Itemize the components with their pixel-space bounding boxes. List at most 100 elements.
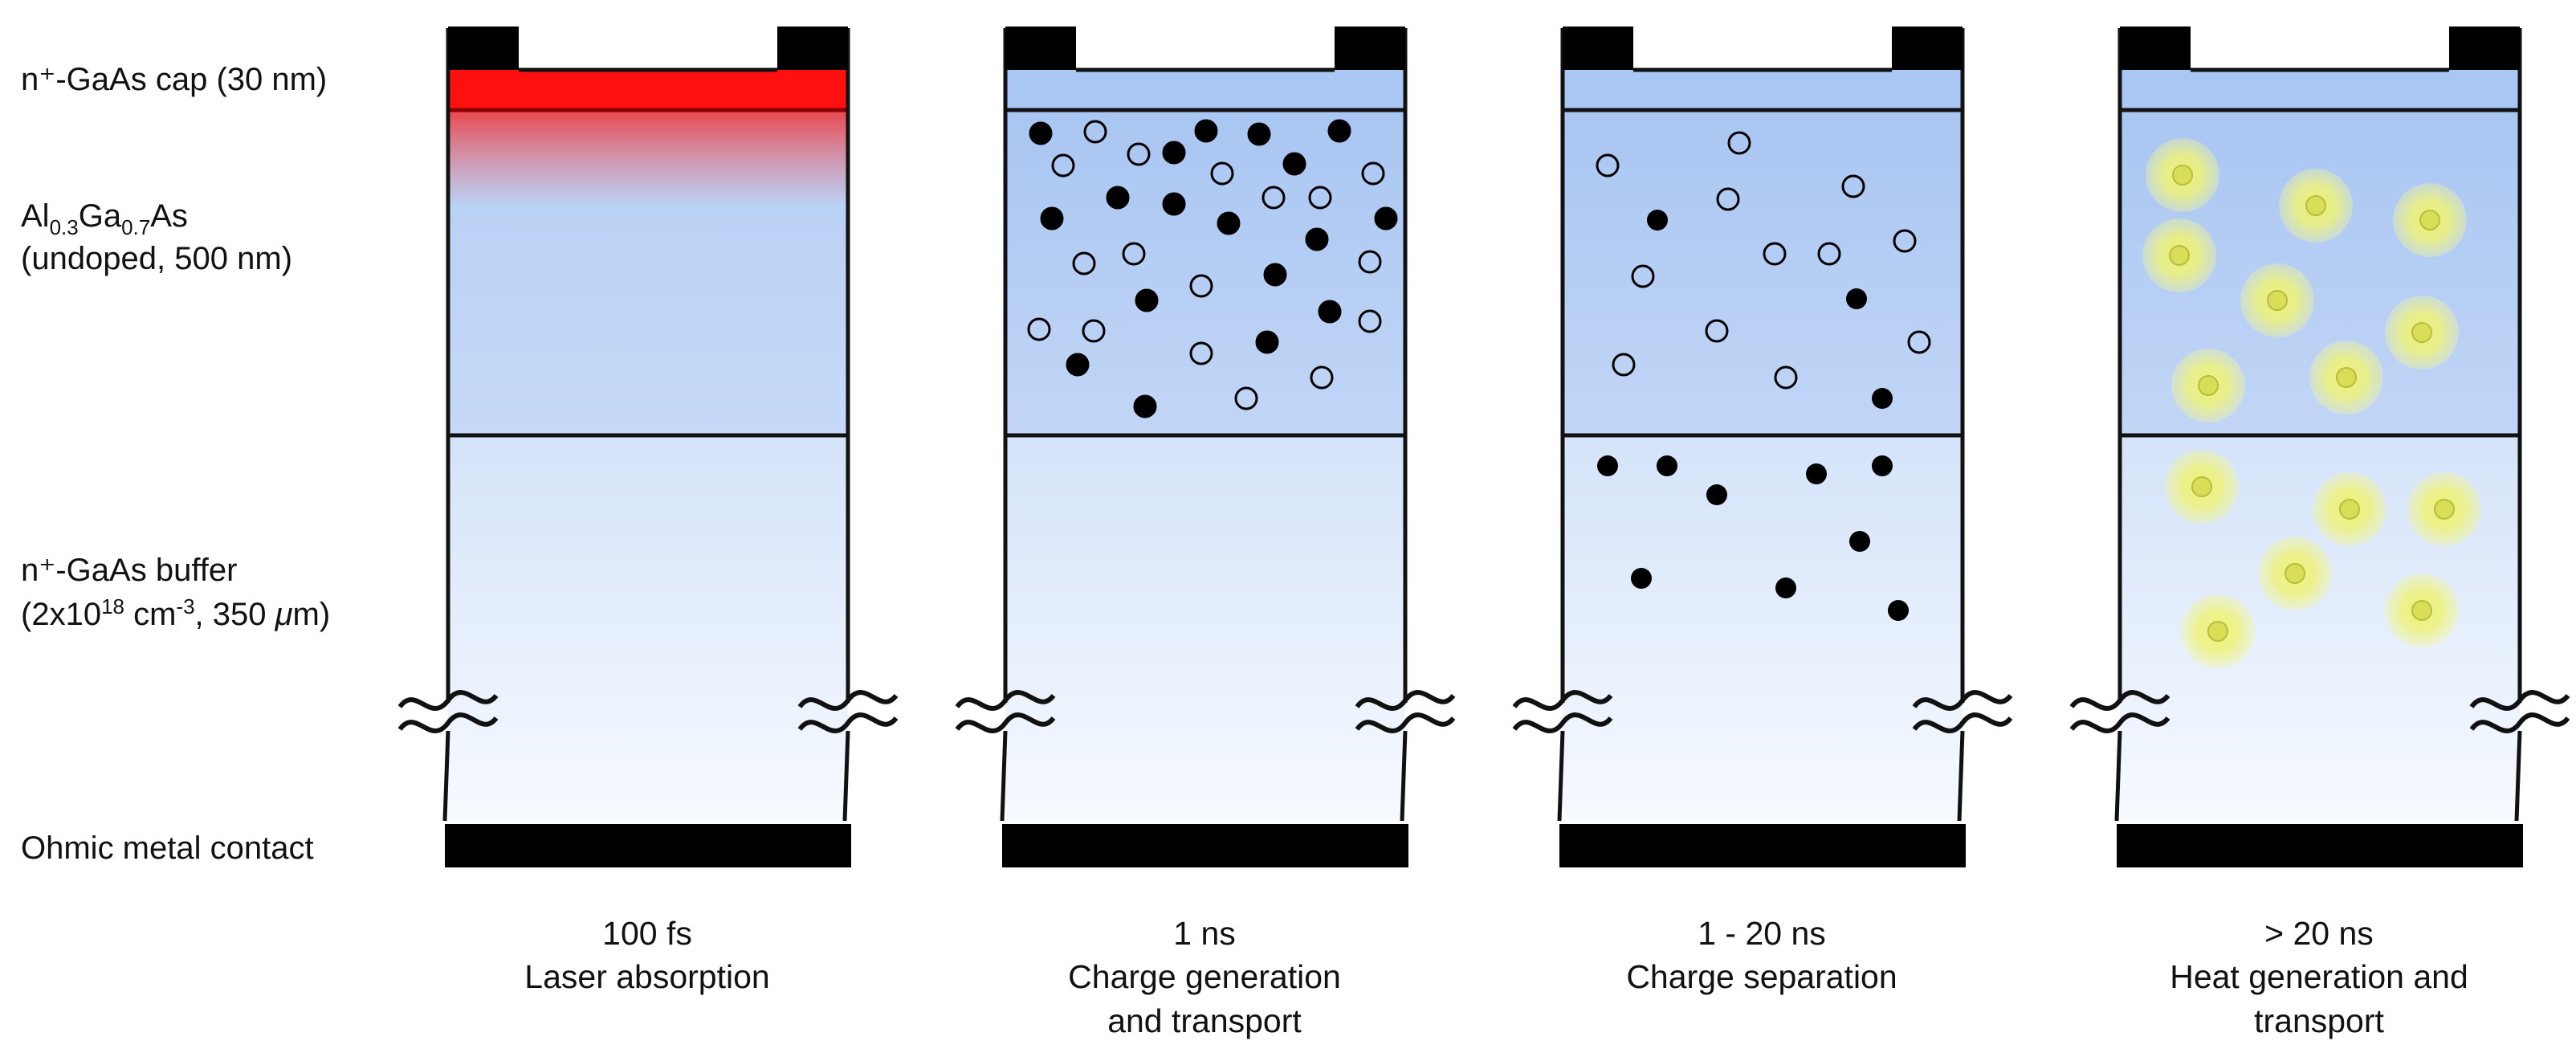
algaas-layer-label: Al0.3Ga0.7As xyxy=(21,198,188,239)
electron xyxy=(1040,206,1064,231)
algaas-layer-sublabel: (undoped, 500 nm) xyxy=(21,241,292,276)
heat-spot xyxy=(2181,594,2255,668)
hole xyxy=(1893,229,1917,253)
heat-spot xyxy=(2165,450,2239,524)
top-contact-left xyxy=(2120,27,2191,70)
hole xyxy=(1358,309,1382,333)
top-contact-left xyxy=(448,27,519,70)
hole xyxy=(1774,365,1798,390)
stage-description: Charge generation xyxy=(1068,958,1341,995)
hole xyxy=(1234,386,1258,410)
panel-laser-absorption xyxy=(397,27,899,867)
electron xyxy=(1029,121,1053,145)
hole xyxy=(1122,242,1146,266)
hole xyxy=(1210,161,1234,186)
stage-time: 1 - 20 ns xyxy=(1698,915,1826,952)
buffer-layer xyxy=(1005,435,1405,821)
electron xyxy=(1872,388,1893,409)
break-symbol-right xyxy=(1912,690,2013,733)
algaas-layer xyxy=(1563,110,1963,435)
electron xyxy=(1255,330,1279,354)
bottom-contact xyxy=(1002,824,1408,867)
panel-charge-generation xyxy=(955,27,1456,867)
cap-layer xyxy=(2120,70,2520,110)
stage-description: transport xyxy=(2254,1002,2384,1039)
break-symbol-left xyxy=(955,690,1056,733)
break-symbol-right xyxy=(797,690,899,733)
hole xyxy=(1361,161,1385,186)
electron xyxy=(1247,122,1271,146)
electron xyxy=(1162,192,1186,216)
hole xyxy=(1083,120,1107,144)
hole xyxy=(1907,330,1931,354)
hole xyxy=(1072,251,1096,275)
top-contact-right xyxy=(777,27,848,70)
bottom-contact xyxy=(1559,824,1966,867)
buffer-layer-sublabel: (2x1018 cm-3, 350 μm) xyxy=(21,594,330,632)
break-symbol-left xyxy=(2069,690,2170,733)
top-contact-left xyxy=(1563,27,1633,70)
hole xyxy=(1763,242,1787,266)
stage-description: and transport xyxy=(1107,1002,1302,1039)
hole xyxy=(1817,242,1841,266)
electron xyxy=(1194,119,1218,143)
electrons xyxy=(1597,210,1909,621)
electron xyxy=(1806,463,1827,484)
layer-labels: n⁺-GaAs cap (30 nm) Al0.3Ga0.7As (undope… xyxy=(21,62,330,866)
hole xyxy=(1612,353,1636,377)
contact-label: Ohmic metal contact xyxy=(21,830,314,866)
algaas-layer xyxy=(1005,110,1405,435)
hole xyxy=(1051,153,1075,178)
hole xyxy=(1189,341,1213,365)
stage-time: > 20 ns xyxy=(2264,915,2374,952)
hole xyxy=(1358,250,1382,274)
electron xyxy=(1647,210,1668,231)
stage-time: 1 ns xyxy=(1173,915,1236,952)
electron xyxy=(1374,206,1398,231)
heat-spot xyxy=(2258,537,2332,610)
heat-spot xyxy=(2385,296,2459,369)
hole xyxy=(1082,319,1106,343)
hole xyxy=(1705,319,1729,343)
break-symbol-left xyxy=(397,690,499,733)
electron xyxy=(1775,577,1796,598)
cap-layer xyxy=(448,70,848,110)
bottom-contact xyxy=(445,824,851,867)
heat-spot xyxy=(2142,218,2216,292)
hole xyxy=(1631,264,1655,288)
electron xyxy=(1631,568,1652,589)
top-contact-left xyxy=(1005,27,1076,70)
break-symbol-right xyxy=(2469,690,2570,733)
electron xyxy=(1066,353,1090,377)
electron xyxy=(1597,455,1618,476)
electron xyxy=(1849,531,1870,552)
electron xyxy=(1657,455,1677,476)
stage-description: Charge separation xyxy=(1626,958,1897,995)
top-contact-right xyxy=(2449,27,2520,70)
hole xyxy=(1262,186,1286,210)
heat-spot xyxy=(2279,169,2353,243)
electron xyxy=(1106,186,1130,210)
cap-layer xyxy=(1005,70,1405,110)
panel-heat-generation xyxy=(2069,27,2570,867)
electron xyxy=(1305,227,1329,251)
buffer-layer xyxy=(1563,435,1963,821)
electron xyxy=(1872,455,1893,476)
electron xyxy=(1135,288,1159,312)
electron xyxy=(1282,152,1306,176)
stage-caption-2: 1 ns Charge generation and transport xyxy=(1068,915,1341,1039)
heat-spot xyxy=(2171,349,2245,422)
heat-spots xyxy=(2142,138,2481,668)
cap-layer-label: n⁺-GaAs cap (30 nm) xyxy=(21,62,327,97)
break-symbol-left xyxy=(1512,690,1613,733)
heat-spot xyxy=(2240,263,2314,337)
heat-spot xyxy=(2407,472,2481,546)
electron xyxy=(1846,288,1867,309)
top-contact-right xyxy=(1335,27,1405,70)
buffer-layer xyxy=(448,435,848,821)
heat-spot xyxy=(2146,138,2219,212)
electron xyxy=(1217,211,1241,235)
hole xyxy=(1027,317,1051,341)
stage-description: Laser absorption xyxy=(524,958,769,995)
